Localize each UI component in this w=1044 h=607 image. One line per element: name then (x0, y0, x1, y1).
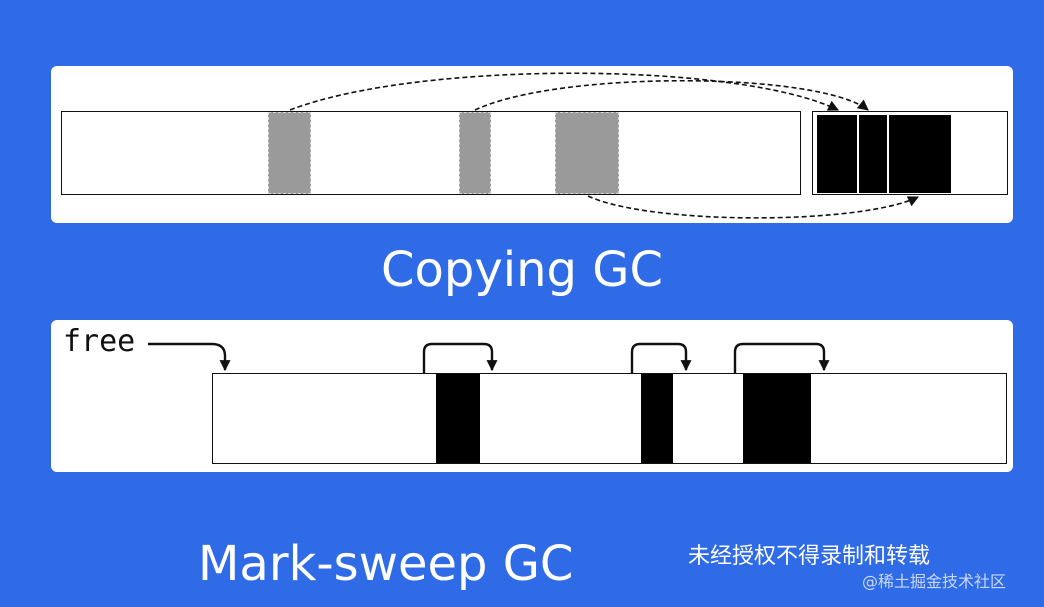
free-pointer-label: free (63, 324, 136, 359)
copied-object-3 (555, 112, 619, 194)
mark-sweep-heap (212, 373, 1007, 464)
copied-object-2 (459, 112, 491, 194)
copying-gc-caption: Copying GC (381, 242, 663, 298)
from-space-heap (61, 111, 801, 195)
live-object-1 (436, 374, 480, 463)
mark-sweep-gc-caption: Mark-sweep GC (198, 536, 574, 592)
live-object-2 (641, 374, 673, 463)
copyright-notice: 未经授权不得录制和转载 (688, 544, 931, 569)
to-space-object-1 (817, 115, 857, 193)
live-object-3 (743, 374, 811, 463)
to-space-object-2 (859, 115, 887, 193)
copied-object-1 (268, 112, 311, 194)
to-space-object-3 (889, 115, 951, 193)
source-credit: @稀土掘金技术社区 (862, 572, 1007, 591)
